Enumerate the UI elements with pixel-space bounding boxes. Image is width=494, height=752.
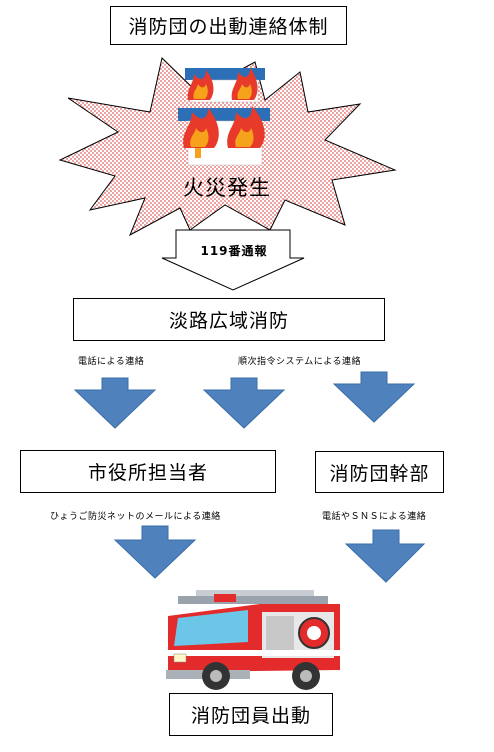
hyogo-mail-label: ひょうご防災ネットのメールによる連絡: [50, 512, 221, 522]
flame-icon: [183, 108, 219, 148]
city-staff-box: 市役所担当者: [20, 450, 276, 493]
phone-sns-label: 電話やＳＮＳによる連絡: [322, 512, 427, 522]
fire-corps-leaders-box: 消防団幹部: [315, 451, 444, 493]
arrow-leaders-to-engine: [344, 529, 426, 583]
diagram-title: 消防団の出動連絡体制: [110, 6, 347, 45]
result-box: 消防団員出動: [169, 693, 333, 736]
arrow-to-leaders: [332, 371, 416, 423]
arrow-to-city-staff-2: [202, 377, 286, 429]
arrow-city-to-engine: [113, 525, 197, 579]
fire-department-box: 淡路広域消防: [73, 298, 385, 341]
phone-contact-label: 電話による連絡: [78, 357, 145, 367]
flame-icon: [231, 68, 258, 100]
dispatch-system-label: 順次指令システムによる連絡: [238, 357, 361, 367]
arrow-to-city-staff: [73, 377, 157, 429]
flame-icon: [227, 106, 265, 148]
fire-label: 火災発生: [183, 176, 271, 200]
call-label: 119番通報: [200, 244, 268, 258]
flame-icon: [187, 70, 214, 100]
